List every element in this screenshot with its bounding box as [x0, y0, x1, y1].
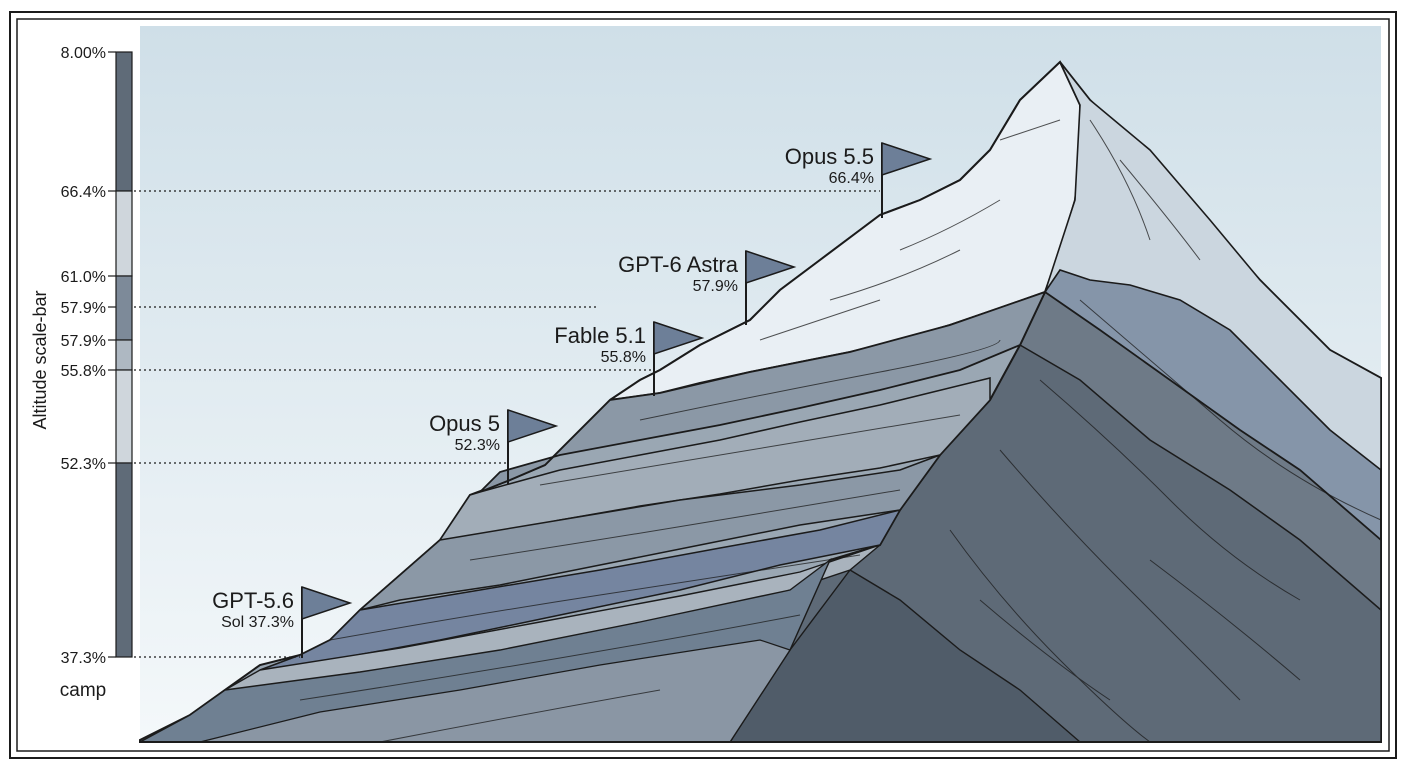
flag-pennant [653, 320, 705, 356]
scale-bar-segment [115, 339, 133, 371]
scale-bar-segment [115, 190, 133, 277]
camp-value-label: 66.4% [829, 170, 874, 187]
inner-frame [16, 18, 1390, 752]
camp-name-label: GPT-6 Astra [618, 252, 739, 277]
y-tick-label: 52.3% [61, 456, 106, 473]
y-axis-label: Altitude scale-bar [30, 290, 50, 429]
y-tick-label: 66.4% [61, 184, 106, 201]
y-axis-ticks: 8.00% 66.4% 61.0% 57.9% 57.9% 55.8% 52.3% 37.3% [61, 45, 116, 667]
outer-frame [9, 11, 1397, 759]
camp-value-label: 57.9% [693, 278, 738, 295]
camp-flag: Opus 5.566.4% [785, 141, 933, 218]
leader-lines [134, 190, 880, 658]
camp-value-label: Sol 37.3% [221, 614, 294, 631]
strata-band-1 [479, 290, 1047, 493]
flag-pennant [881, 141, 933, 177]
camp-name-label: Opus 5 [429, 411, 500, 436]
scale-bar-segment [115, 462, 133, 658]
strata-band-blue [259, 508, 902, 671]
x-axis-label: camp [60, 680, 106, 701]
scale-bar-segment [115, 369, 133, 464]
camp-name-label: Opus 5.5 [785, 144, 874, 169]
altitude-scale-bar [115, 51, 133, 658]
y-tick-label: 8.00% [61, 45, 106, 62]
strata-band-3 [359, 453, 943, 611]
y-tick-label: 55.8% [61, 363, 106, 380]
contour-lines [299, 119, 1382, 743]
flag-pennant [507, 408, 559, 444]
flag-pennant [745, 249, 797, 285]
camp-name-label: Fable 5.1 [554, 323, 646, 348]
camp-flag: Fable 5.155.8% [554, 320, 705, 396]
camp-value-label: 52.3% [455, 437, 500, 454]
camp-flag: Opus 552.3% [429, 408, 559, 484]
y-tick-label: 61.0% [61, 269, 106, 286]
camp-value-label: 55.8% [601, 349, 646, 366]
y-tick-label: 57.9% [61, 333, 106, 350]
scale-bar-segment [115, 275, 133, 341]
scale-bar-segment [115, 51, 133, 192]
y-tick-label: 57.9% [61, 300, 106, 317]
y-tick-label: 37.3% [61, 650, 106, 667]
flag-pennant [301, 585, 353, 621]
strata-band-6 [199, 639, 791, 743]
camp-name-label: GPT-5.6 [212, 588, 294, 613]
